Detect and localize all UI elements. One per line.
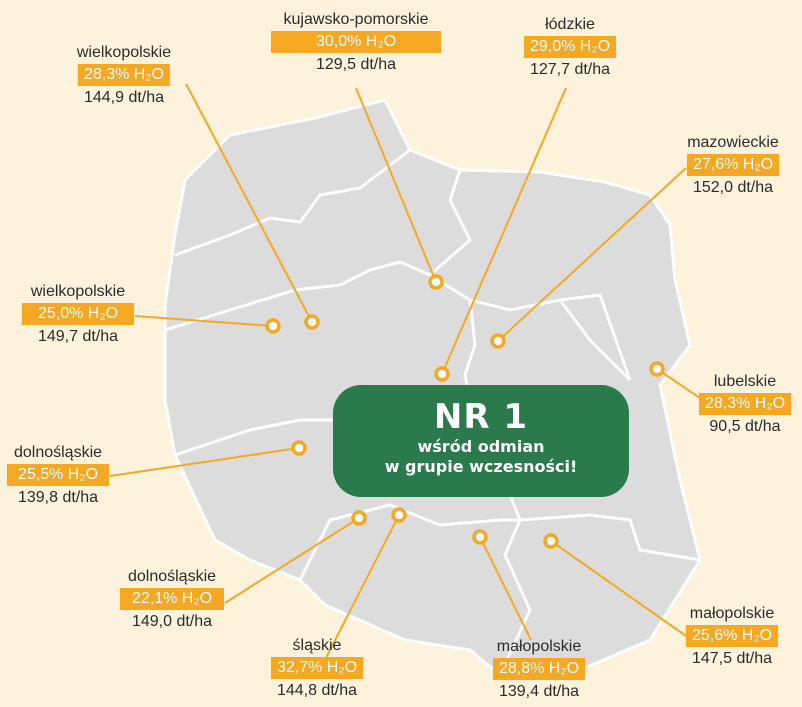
moisture-badge: 27,6% H₂O (686, 154, 780, 176)
location-marker (391, 507, 407, 523)
region-label: mazowieckie 27,6% H₂O 152,0 dt/ha (686, 133, 780, 199)
badge-line-1: wśród odmian (417, 437, 545, 456)
yield-value: 149,7 dt/ha (37, 328, 119, 345)
moisture-badge: 22,1% H₂O (120, 588, 224, 610)
location-marker (543, 533, 559, 549)
location-marker (434, 366, 450, 382)
province-borders (164, 148, 701, 676)
region-name: mazowieckie (687, 134, 779, 151)
region-label: małopolskie 25,6% H₂O 147,5 dt/ha (685, 604, 779, 670)
region-name: małopolskie (496, 638, 582, 655)
location-marker (649, 361, 665, 377)
yield-value: 90,5 dt/ha (709, 418, 781, 435)
region-label: wielkopolskie 28,3% H₂O 144,9 dt/ha (77, 43, 171, 109)
yield-value: 139,8 dt/ha (17, 489, 99, 506)
badge-line-2: w grupie wczesności! (384, 457, 578, 476)
region-label: dolnośląskie 25,5% H₂O 139,8 dt/ha (7, 443, 109, 509)
moisture-badge: 25,5% H₂O (7, 464, 109, 486)
moisture-badge: 25,0% H₂O (22, 303, 134, 325)
yield-value: 139,4 dt/ha (498, 683, 580, 700)
location-marker (472, 529, 488, 545)
region-label: wielkopolskie 25,0% H₂O 149,7 dt/ha (22, 282, 134, 348)
region-name: łódzkie (545, 16, 595, 33)
yield-value: 144,9 dt/ha (83, 89, 165, 106)
location-marker (304, 314, 320, 330)
moisture-badge: 28,3% H₂O (698, 393, 792, 415)
moisture-badge: 28,8% H₂O (492, 658, 586, 680)
moisture-badge: 32,7% H₂O (270, 657, 364, 679)
moisture-badge: 29,0% H₂O (523, 36, 617, 58)
leader-lines (109, 83, 701, 659)
region-name: dolnośląskie (127, 568, 217, 585)
region-name: wielkopolskie (76, 44, 172, 61)
region-label: kujawsko-pomorskie 30,0% H₂O 129,5 dt/ha (271, 10, 441, 76)
region-label: małopolskie 28,8% H₂O 139,4 dt/ha (492, 637, 586, 703)
yield-value: 149,0 dt/ha (131, 613, 213, 630)
yield-value: 129,5 dt/ha (315, 56, 397, 73)
region-name: śląskie (292, 637, 342, 654)
nr1-badge: NR 1 wśród odmian w grupie wczesności! (333, 385, 629, 497)
region-label: łódzkie 29,0% H₂O 127,7 dt/ha (523, 15, 617, 81)
yield-value: 152,0 dt/ha (692, 179, 774, 196)
location-markers (265, 274, 665, 549)
region-name: małopolskie (689, 605, 775, 622)
region-name: lubelskie (713, 373, 777, 390)
location-marker (351, 510, 367, 526)
region-name: dolnośląskie (13, 444, 103, 461)
yield-value: 147,5 dt/ha (691, 650, 773, 667)
yield-value: 127,7 dt/ha (529, 61, 611, 78)
moisture-badge: 30,0% H₂O (271, 31, 441, 53)
location-marker (490, 333, 506, 349)
moisture-badge: 25,6% H₂O (685, 625, 779, 647)
region-label: śląskie 32,7% H₂O 144,8 dt/ha (270, 636, 364, 702)
moisture-badge: 28,3% H₂O (77, 64, 171, 86)
region-name: kujawsko-pomorskie (283, 11, 429, 28)
yield-value: 144,8 dt/ha (276, 682, 358, 699)
region-label: dolnośląskie 22,1% H₂O 149,0 dt/ha (120, 567, 224, 633)
badge-title: NR 1 (433, 397, 529, 437)
region-name: wielkopolskie (30, 283, 126, 300)
location-marker (265, 318, 281, 334)
location-marker (428, 274, 444, 290)
location-marker (291, 440, 307, 456)
region-label: lubelskie 28,3% H₂O 90,5 dt/ha (698, 372, 792, 438)
